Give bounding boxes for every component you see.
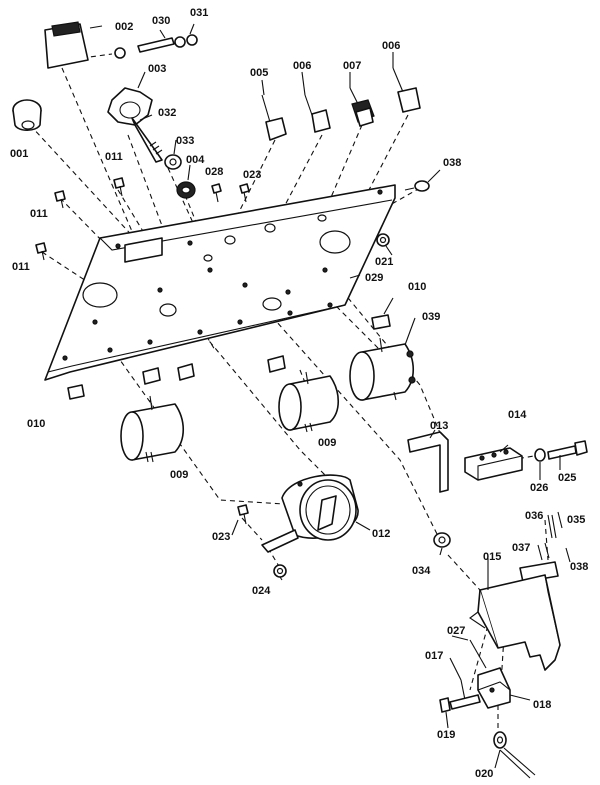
screw-038-a [404,180,430,192]
knob-001 [12,99,42,132]
nut-021 [376,233,390,247]
label-038-b: 038 [570,561,588,573]
plate-window [124,237,163,263]
cover-015 [469,574,561,671]
label-006-a: 006 [293,60,311,72]
bolt-030 [137,37,175,53]
label-005: 005 [250,67,268,79]
label-028: 028 [205,166,223,178]
label-021: 021 [375,256,393,268]
label-026: 026 [530,482,548,494]
clip-010-b [142,355,286,385]
label-023-a: 023 [243,169,261,181]
grommet-004 [176,181,196,199]
label-032: 032 [158,107,176,119]
label-014: 014 [508,409,527,421]
label-004: 004 [186,154,205,166]
label-007: 007 [343,60,361,72]
spacer-034 [433,532,451,548]
label-001: 001 [10,148,28,160]
label-006-b: 006 [382,40,400,52]
label-010-b: 010 [27,418,45,430]
screw-011-c [35,242,47,261]
bolt-025 [547,440,588,460]
screw-011-a [113,177,125,197]
label-027: 027 [447,625,465,637]
star-knob-003 [107,87,153,126]
washer-026 [534,448,546,462]
leader-lines [89,23,561,769]
label-018: 018 [533,699,551,711]
threaded-shaft-032 [131,117,163,163]
terminal-block-014 [464,447,523,481]
lever-027 [469,639,487,669]
rod-036 [547,514,557,539]
part-labels: 002 030 031 003 001 032 033 011 004 028 … [10,7,588,780]
cable-020 [493,731,536,779]
label-009-b: 009 [318,437,336,449]
label-002: 002 [115,21,133,33]
toggle-switch-006-a [304,94,331,133]
gauge-012 [261,474,359,553]
relay-009-right [278,371,340,433]
label-036: 036 [525,510,543,522]
toggle-switch-005 [261,94,287,141]
label-024: 024 [252,585,271,597]
relay-009-left [120,395,185,463]
label-011-c: 011 [12,261,30,273]
label-009-a: 009 [170,469,188,481]
label-plate-002 [44,21,89,69]
screw-028 [211,183,222,203]
label-017: 017 [425,650,443,662]
screw-023-a [239,183,250,203]
label-033: 033 [176,135,194,147]
label-020: 020 [475,768,493,780]
label-015: 015 [483,551,501,563]
washer-033 [164,154,182,170]
screw-023-b [237,504,249,525]
label-025: 025 [558,472,576,484]
label-037: 037 [512,542,530,554]
label-030: 030 [152,15,170,27]
bracket-013 [407,431,449,493]
mounting-plate-029 [44,184,396,381]
label-034: 034 [412,565,431,577]
label-012: 012 [372,528,390,540]
label-011-b: 011 [30,208,48,220]
pin-017 [460,679,466,701]
pad-037 [519,561,559,583]
switch-018 [477,667,511,709]
label-011-a: 011 [105,151,123,163]
label-038-a: 038 [443,157,461,169]
label-003: 003 [148,63,166,75]
screw-011-b [54,190,66,209]
label-010-a: 010 [408,281,426,293]
screw-038-b [537,542,571,563]
clip-010-a [67,314,391,400]
toggle-switch-007 [349,87,375,127]
bolt-019 [439,694,481,713]
label-029: 029 [365,272,383,284]
label-019: 019 [437,729,455,741]
label-013: 013 [430,420,448,432]
relay-039 [349,337,416,401]
label-031: 031 [190,7,208,19]
nut-024 [273,564,287,578]
label-035: 035 [567,514,585,526]
toggle-switch-006-b [392,67,421,113]
label-039: 039 [422,311,440,323]
nut-031 [114,34,198,59]
label-023-b: 023 [212,531,230,543]
pin-035 [557,511,563,529]
